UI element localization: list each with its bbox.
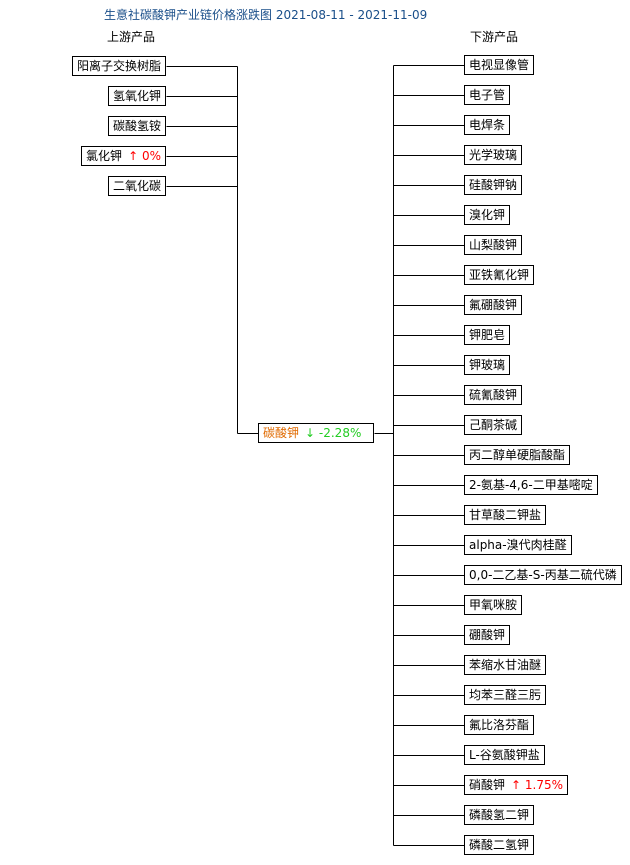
- downstream-node-label: 钾玻璃: [469, 358, 506, 372]
- upstream-column-title: 上游产品: [107, 30, 156, 44]
- downstream-node-label: 甲氧咪胺: [469, 598, 518, 612]
- downstream-node-label: alpha-溴代肉桂醛: [469, 538, 567, 552]
- downstream-node[interactable]: L-谷氨酸钾盐: [464, 745, 545, 765]
- downstream-node[interactable]: 氟硼酸钾: [464, 295, 523, 315]
- downstream-node-label: 电焊条: [469, 118, 506, 132]
- upstream-node[interactable]: 二氧化碳: [107, 176, 166, 196]
- downstream-node[interactable]: 均苯三醛三肟: [464, 685, 547, 705]
- upstream-node-change-value: 0%: [141, 149, 161, 163]
- arrow-up-icon: ↑: [511, 778, 522, 792]
- downstream-node[interactable]: 磷酸二氢钾: [464, 835, 535, 855]
- downstream-node[interactable]: 光学玻璃: [464, 145, 523, 165]
- downstream-node-label: 山梨酸钾: [469, 238, 518, 252]
- downstream-node[interactable]: 丙二醇单硬脂酸酯: [464, 445, 571, 465]
- arrow-up-icon: ↑: [128, 149, 139, 163]
- downstream-node-label: 硅酸钾钠: [469, 178, 518, 192]
- downstream-node-label: 甘草酸二钾盐: [469, 508, 542, 522]
- downstream-node-label: 电视显像管: [469, 58, 530, 72]
- downstream-node-label: 磷酸二氢钾: [469, 838, 530, 852]
- downstream-node[interactable]: 硝酸钾 ↑ 1.75%: [464, 775, 569, 795]
- downstream-node-label: 亚铁氰化钾: [469, 268, 530, 282]
- downstream-node-label: 己酮茶碱: [469, 418, 518, 432]
- downstream-node[interactable]: 硅酸钾钠: [464, 175, 523, 195]
- chart-title: 生意社碳酸钾产业链价格涨跌图 2021-08-11 - 2021-11-09: [104, 8, 428, 22]
- downstream-node[interactable]: 硼酸钾: [464, 625, 511, 645]
- upstream-node-label: 二氧化碳: [112, 179, 161, 193]
- downstream-node[interactable]: 硫氰酸钾: [464, 385, 523, 405]
- upstream-node-label: 氯化钾: [86, 149, 123, 163]
- downstream-node-change: ↑ 1.75%: [511, 778, 563, 792]
- downstream-node[interactable]: 苯缩水甘油醚: [464, 655, 547, 675]
- downstream-column-title: 下游产品: [470, 30, 519, 44]
- downstream-node-label: 氟比洛芬酯: [469, 718, 530, 732]
- upstream-node-label: 阳离子交换树脂: [76, 59, 161, 73]
- downstream-node-label: 硝酸钾: [469, 778, 506, 792]
- downstream-node[interactable]: 0,0-二乙基-S-丙基二硫代磷: [464, 565, 622, 585]
- upstream-node-label: 氢氧化钾: [112, 89, 161, 103]
- downstream-node-label: 0,0-二乙基-S-丙基二硫代磷: [469, 568, 617, 582]
- downstream-node-label: 氟硼酸钾: [469, 298, 518, 312]
- upstream-node-change: ↑ 0%: [128, 149, 161, 163]
- downstream-node-change-value: 1.75%: [524, 778, 564, 792]
- downstream-node-label: 硫氰酸钾: [469, 388, 518, 402]
- downstream-node[interactable]: 电视显像管: [464, 55, 535, 75]
- upstream-node[interactable]: 阳离子交换树脂: [71, 56, 166, 76]
- upstream-node-label: 碳酸氢铵: [112, 119, 161, 133]
- downstream-node[interactable]: 钾肥皂: [464, 325, 511, 345]
- downstream-node[interactable]: 2-氨基-4,6-二甲基嘧啶: [464, 475, 598, 495]
- downstream-node[interactable]: alpha-溴代肉桂醛: [464, 535, 572, 555]
- downstream-node[interactable]: 氟比洛芬酯: [464, 715, 535, 735]
- downstream-node-label: 均苯三醛三肟: [469, 688, 542, 702]
- upstream-node[interactable]: 碳酸氢铵: [107, 116, 166, 136]
- downstream-node-label: 钾肥皂: [469, 328, 506, 342]
- downstream-node-label: 磷酸氢二钾: [469, 808, 530, 822]
- downstream-node[interactable]: 己酮茶碱: [464, 415, 523, 435]
- center-product-label: 碳酸钾: [263, 426, 300, 440]
- downstream-node-label: 2-氨基-4,6-二甲基嘧啶: [469, 478, 593, 492]
- downstream-node[interactable]: 甘草酸二钾盐: [464, 505, 547, 525]
- downstream-node-label: 光学玻璃: [469, 148, 518, 162]
- downstream-node[interactable]: 电子管: [464, 85, 511, 105]
- downstream-node-label: 溴化钾: [469, 208, 506, 222]
- downstream-node-label: 电子管: [469, 88, 506, 102]
- center-change: ↓ -2.28%: [305, 426, 361, 440]
- center-change-value: -2.28%: [318, 426, 362, 440]
- downstream-node-label: 苯缩水甘油醚: [469, 658, 542, 672]
- downstream-node[interactable]: 磷酸氢二钾: [464, 805, 535, 825]
- upstream-node[interactable]: 氢氧化钾: [107, 86, 166, 106]
- downstream-node[interactable]: 钾玻璃: [464, 355, 511, 375]
- upstream-node[interactable]: 氯化钾 ↑ 0%: [81, 146, 166, 166]
- downstream-node-label: 硼酸钾: [469, 628, 506, 642]
- downstream-node[interactable]: 亚铁氰化钾: [464, 265, 535, 285]
- downstream-node-label: L-谷氨酸钾盐: [469, 748, 540, 762]
- downstream-node-label: 丙二醇单硬脂酸酯: [469, 448, 566, 462]
- downstream-node[interactable]: 山梨酸钾: [464, 235, 523, 255]
- center-product-node[interactable]: 碳酸钾 ↓ -2.28%: [258, 423, 374, 443]
- downstream-node[interactable]: 甲氧咪胺: [464, 595, 523, 615]
- downstream-node[interactable]: 溴化钾: [464, 205, 511, 225]
- downstream-node[interactable]: 电焊条: [464, 115, 511, 135]
- arrow-down-icon: ↓: [305, 426, 316, 440]
